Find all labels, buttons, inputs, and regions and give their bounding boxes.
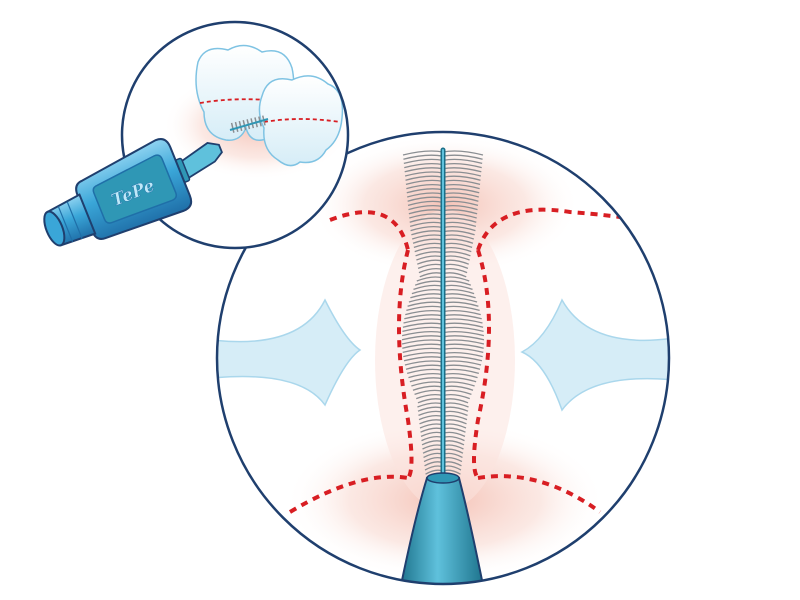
gum-line-bottom-right xyxy=(477,474,602,514)
gum-line-interdental-right xyxy=(472,249,491,480)
right-tooth-contact-shape xyxy=(520,298,669,412)
interdental-brush-handle-icon: TePe xyxy=(43,138,223,247)
left-tooth-contact-shape xyxy=(217,298,362,407)
handle-grip-panel xyxy=(92,154,178,224)
brush-shaft xyxy=(396,477,488,584)
overview-gum-line-front xyxy=(263,118,341,123)
magnified-circle-border xyxy=(215,130,671,586)
handle-cap-ridge xyxy=(66,201,83,240)
molar-tooth-front xyxy=(258,75,344,167)
handle-cap-ridge xyxy=(57,206,74,242)
handle-cap-end xyxy=(43,210,66,247)
gum-line-top-left xyxy=(329,210,410,251)
brush-shaft-tip xyxy=(426,472,460,484)
magnified-view xyxy=(215,130,671,586)
overview-bristles xyxy=(229,115,269,133)
overview-circle-border xyxy=(120,20,350,250)
gum-line-bottom-left xyxy=(288,474,409,514)
gum-line-interdental-left xyxy=(397,249,414,480)
